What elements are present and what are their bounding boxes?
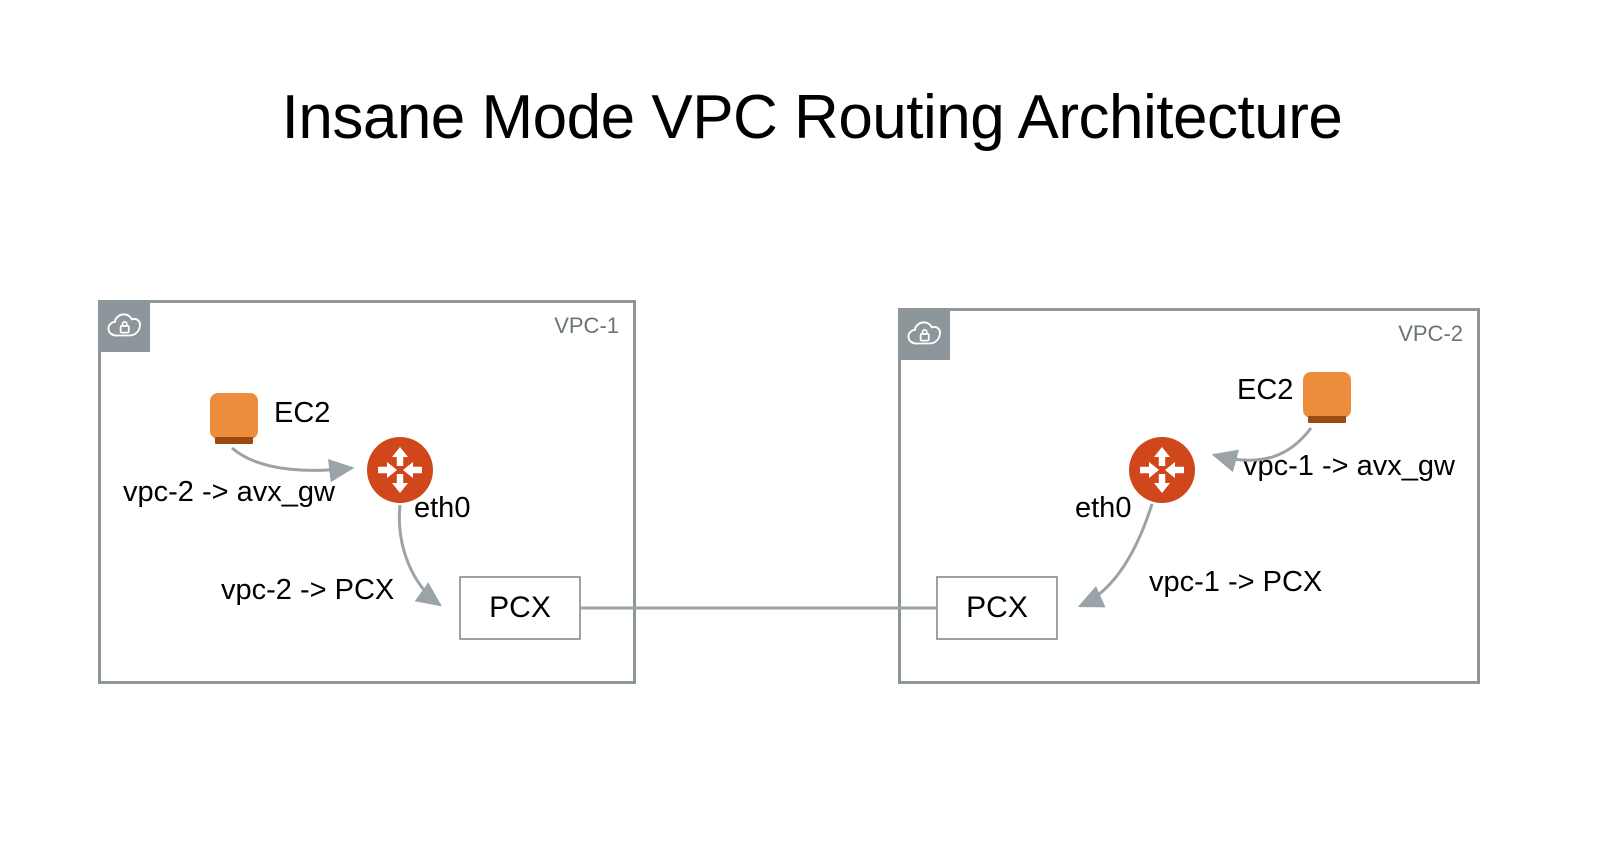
vpc-label-2: VPC-2 — [1398, 321, 1463, 346]
route-label-vpc1-avxgw: vpc-2 -> avx_gw — [123, 476, 335, 508]
ec2-label-1: EC2 — [274, 397, 331, 429]
vpc-container-2: VPC-2 — [898, 308, 1480, 684]
ec2-icon-base — [1308, 416, 1346, 423]
page-title: Insane Mode VPC Routing Architecture — [281, 83, 1343, 152]
vpc-container-1: VPC-1 — [98, 300, 636, 684]
cloud-lock-icon — [898, 308, 950, 360]
cloud-lock-icon — [98, 300, 150, 352]
router-interface-label-1: eth0 — [414, 492, 471, 524]
pcx-label-1: PCX — [489, 591, 551, 624]
pcx-box-1: PCX — [459, 576, 581, 640]
ec2-label-2: EC2 — [1237, 374, 1294, 406]
ec2-instance-icon-2 — [1303, 372, 1351, 424]
pcx-label-2: PCX — [966, 591, 1028, 624]
router-icon-1 — [366, 436, 434, 504]
router-icon-2 — [1128, 436, 1196, 504]
ec2-icon-body — [1303, 372, 1351, 418]
route-label-vpc2-avxgw: vpc-1 -> avx_gw — [1243, 450, 1455, 482]
route-label-vpc2-pcx: vpc-1 -> PCX — [1149, 566, 1323, 598]
pcx-box-2: PCX — [936, 576, 1058, 640]
vpc-label-1: VPC-1 — [554, 313, 619, 338]
router-interface-label-2: eth0 — [1075, 492, 1132, 524]
route-label-vpc1-pcx: vpc-2 -> PCX — [221, 574, 395, 606]
ec2-instance-icon-1 — [210, 393, 258, 445]
ec2-icon-body — [210, 393, 258, 439]
ec2-icon-base — [215, 437, 253, 444]
